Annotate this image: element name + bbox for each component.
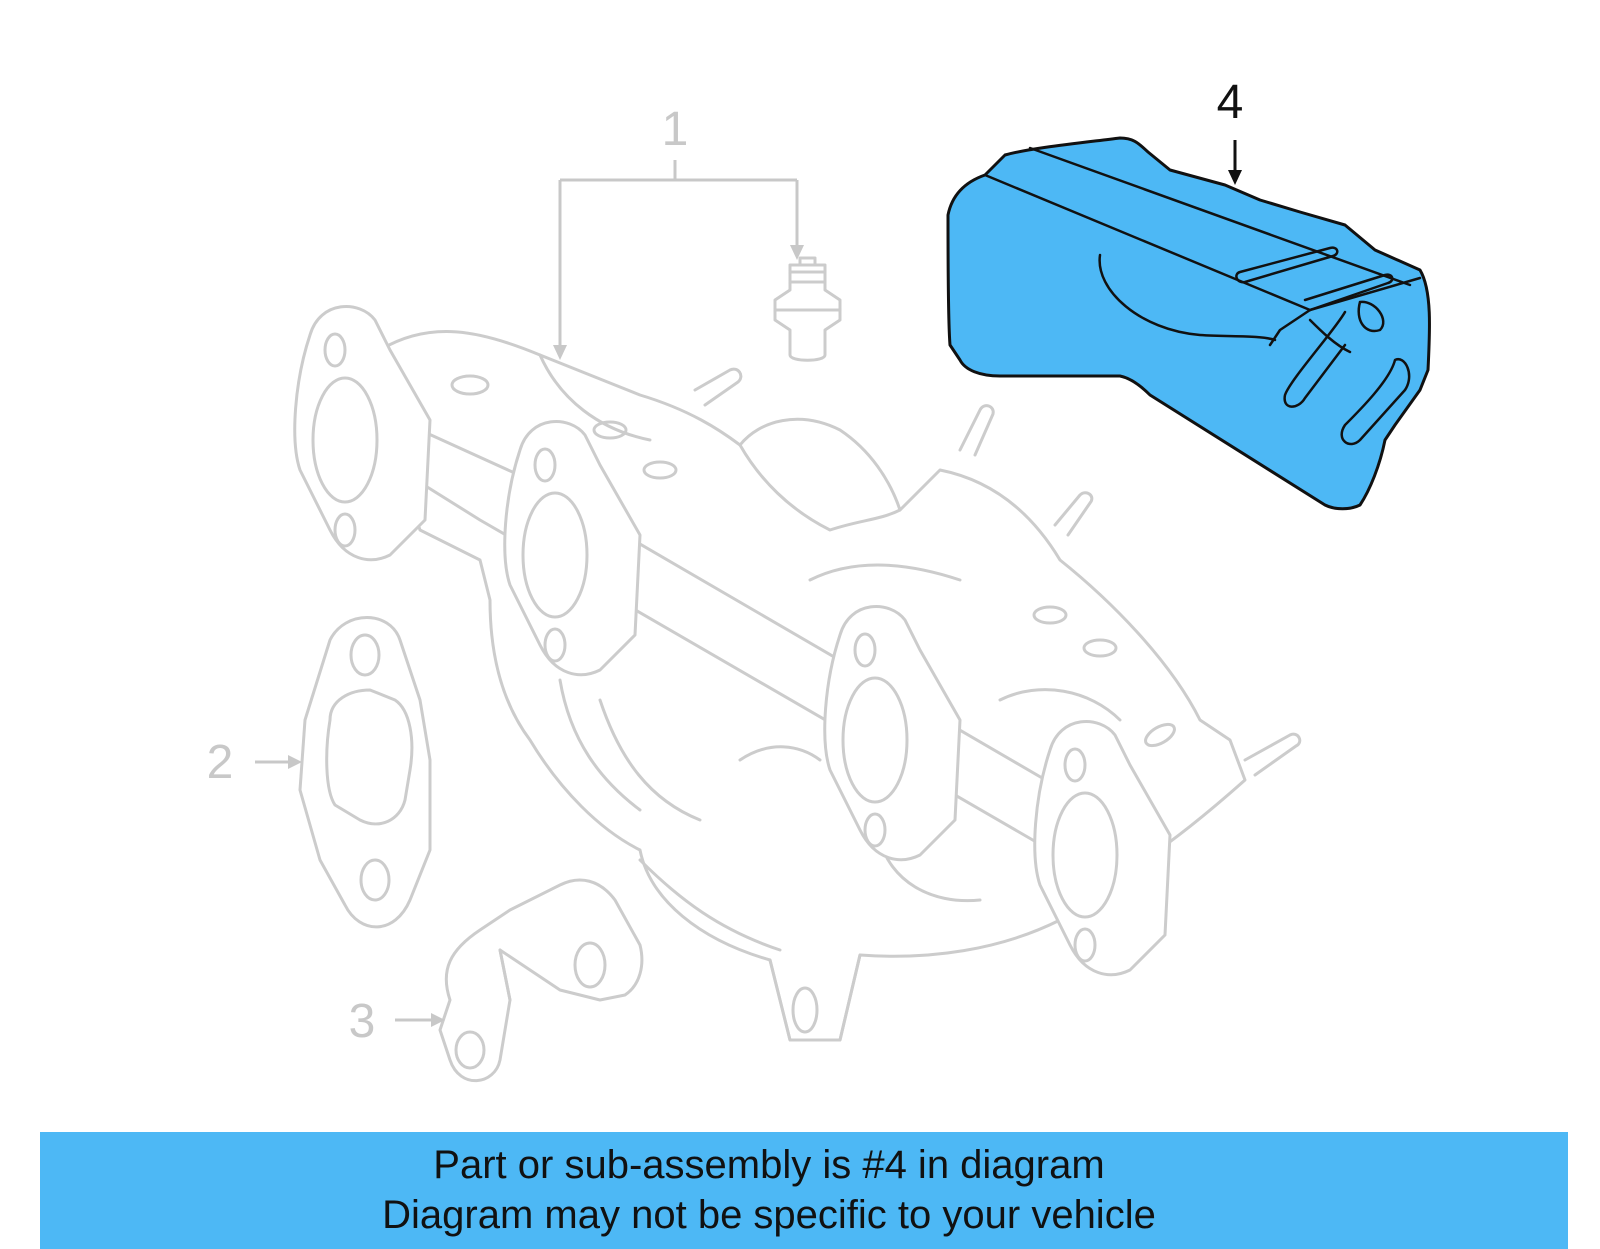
callout-2: 2 [207,736,302,789]
callout-1-arrow-left [553,345,567,360]
heat-shield[interactable] [946,136,1432,511]
callout-3-arrow [431,1013,445,1027]
exhaust-manifold [293,256,1302,1042]
callout-1-leader [558,160,799,355]
banner-line-1: Part or sub-assembly is #4 in diagram [433,1143,1105,1187]
manifold-bracket [438,878,644,1083]
callout-1-label: 1 [662,103,689,156]
callout-1-arrow-right [790,245,804,260]
parts-diagram: 1 2 3 4 [207,76,1432,1083]
callout-4-arrow [1228,170,1242,185]
callout-2-label: 2 [207,736,234,789]
info-banner: Part or sub-assembly is #4 in diagram Di… [40,1132,1568,1249]
callout-1: 1 [553,103,804,360]
callout-2-arrow [288,755,302,769]
callout-4-label: 4 [1217,76,1244,129]
callout-3-label: 3 [349,995,376,1048]
banner-line-2: Diagram may not be specific to your vehi… [382,1193,1156,1237]
manifold-gasket [298,616,432,929]
callout-4: 4 [1217,76,1244,185]
callout-3: 3 [349,995,445,1048]
